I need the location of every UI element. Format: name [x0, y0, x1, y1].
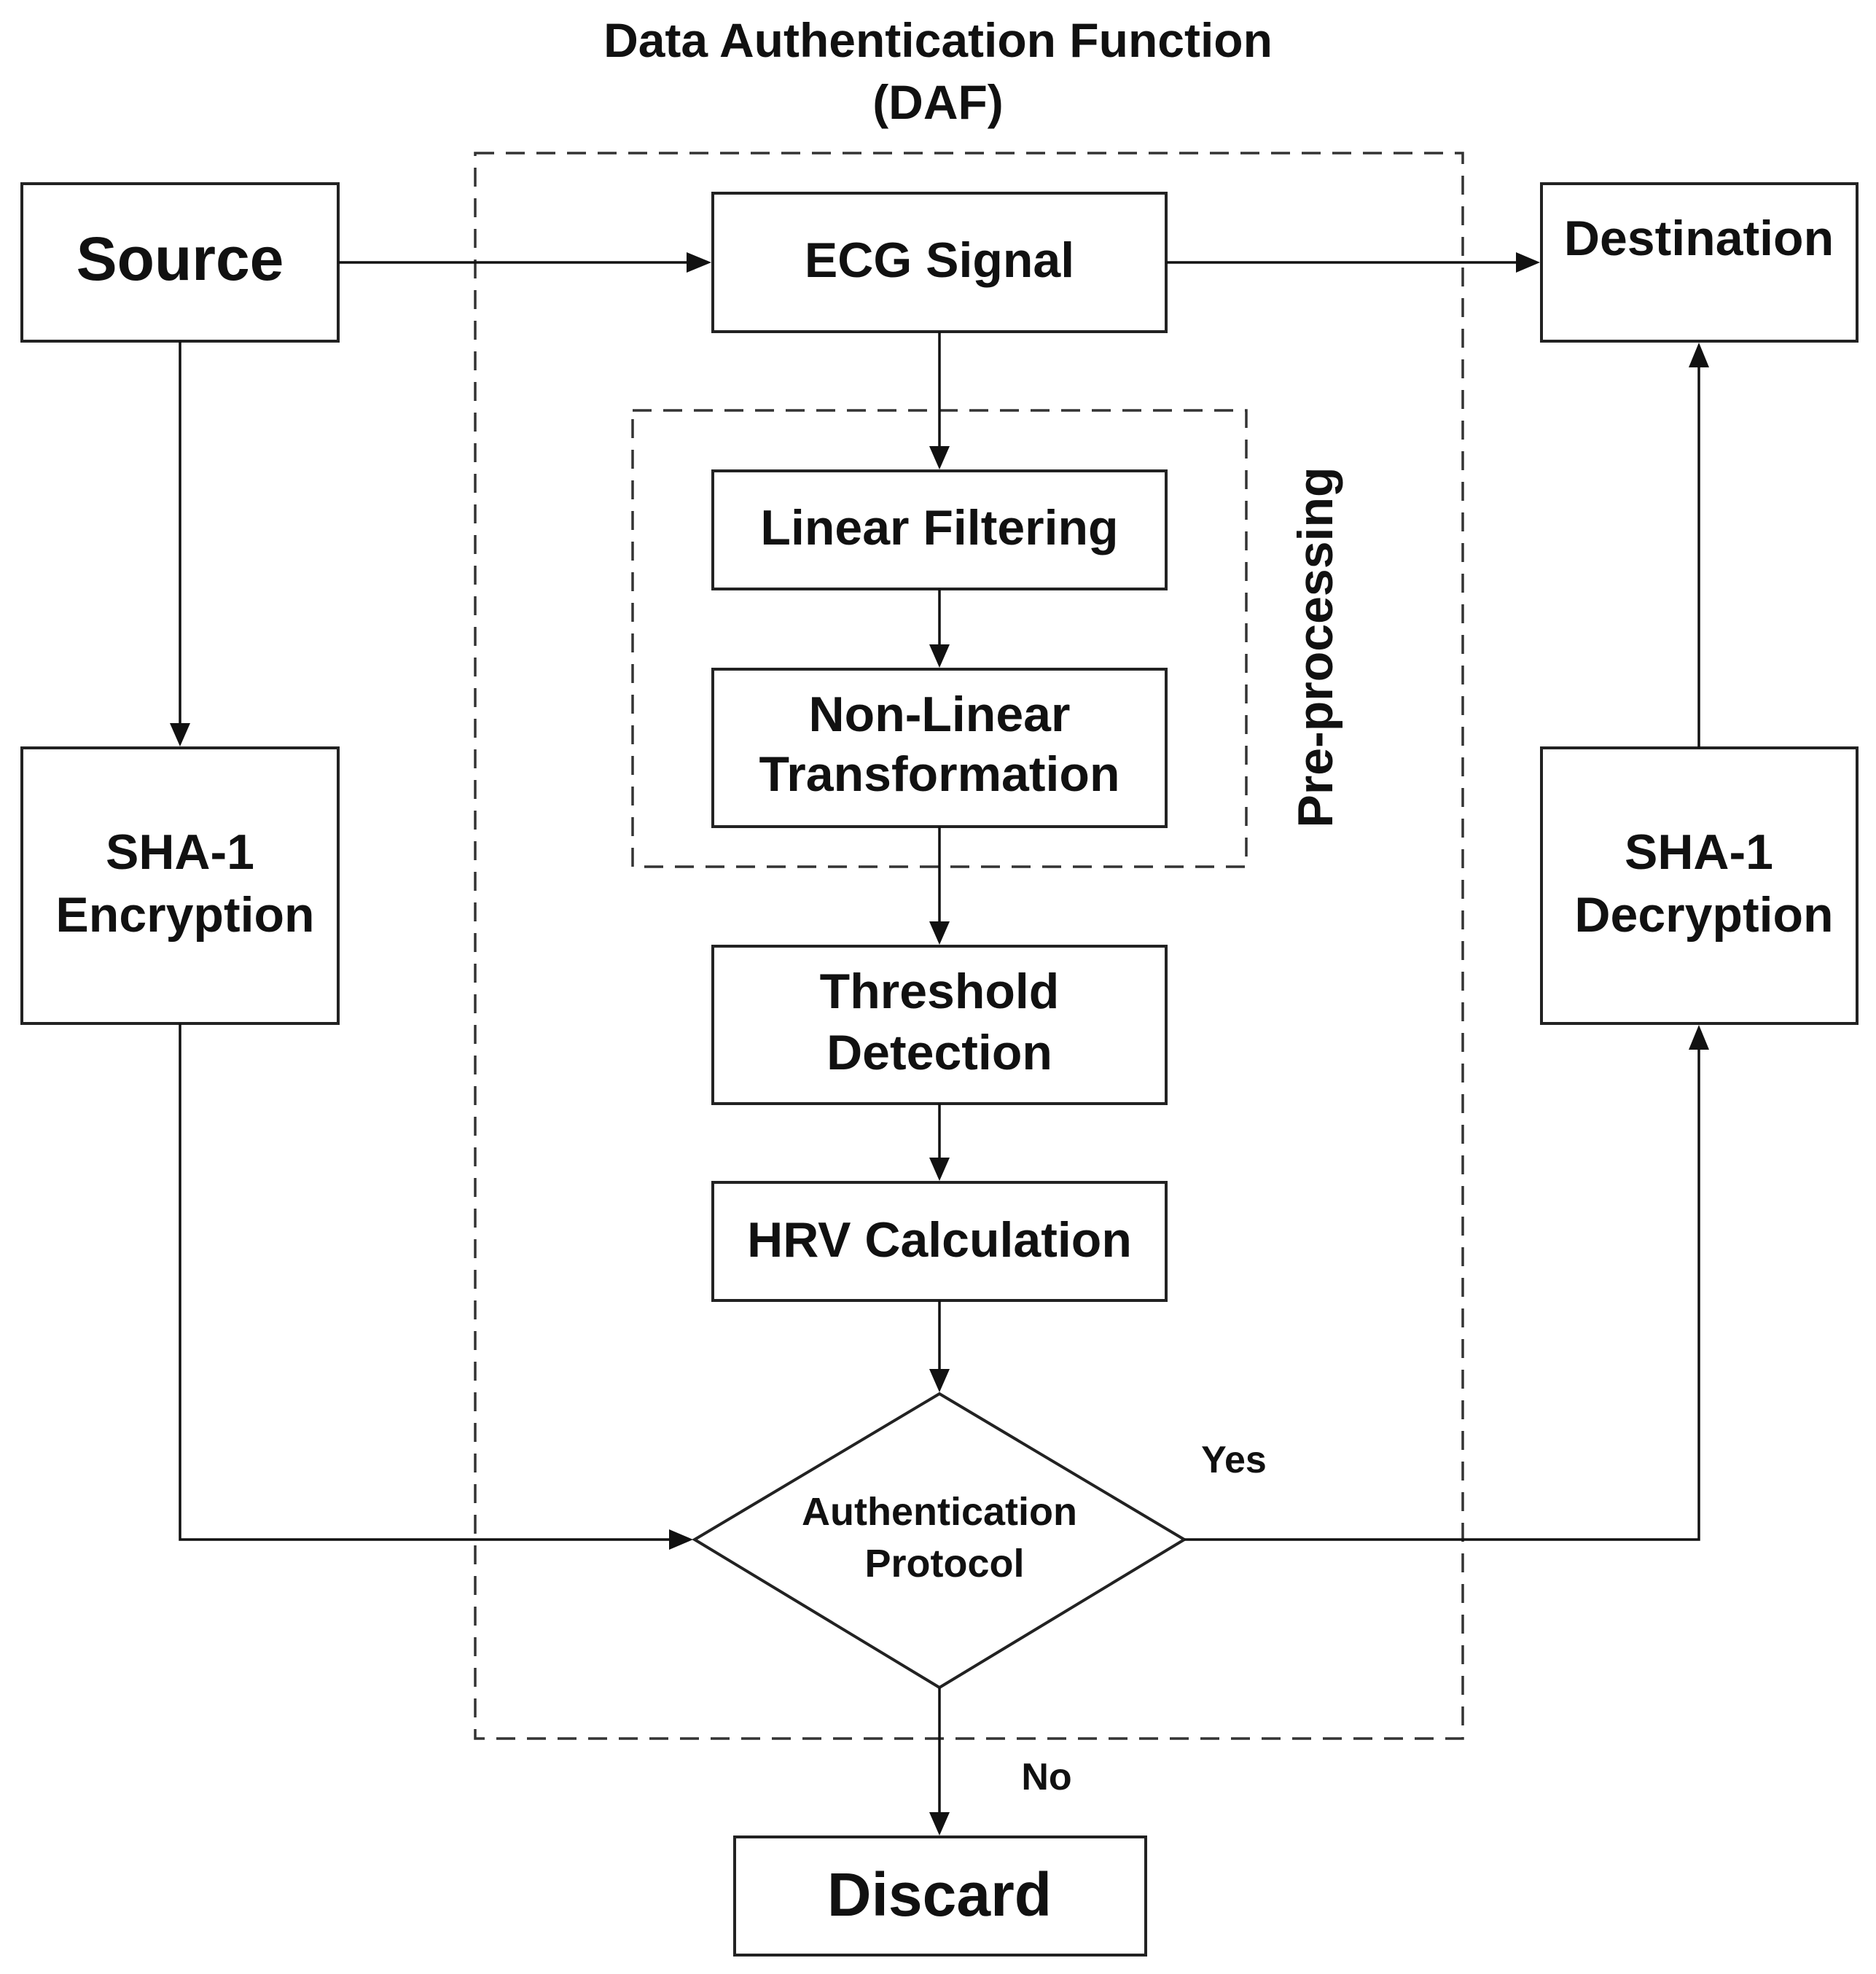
sha1-decryption-label-line2: Decryption: [1574, 887, 1833, 943]
authentication-label-line1: Authentication: [802, 1490, 1077, 1534]
arrow-ecg-to-linear-filtering: [929, 332, 950, 469]
arrow-encryption-to-authentication: [179, 1023, 693, 1550]
diagram-title-line1: Data Authentication Function: [603, 13, 1273, 67]
arrow-source-to-ecg: [338, 252, 711, 273]
sha1-decryption-node: SHA-1 Decryption: [1540, 746, 1859, 1025]
sha1-encryption-node: SHA-1 Encryption: [20, 746, 340, 1025]
nonlinear-label-line2: Transformation: [759, 746, 1120, 802]
destination-node: Destination: [1540, 182, 1859, 343]
arrow-linear-to-nonlinear: [929, 589, 950, 668]
threshold-label-line2: Detection: [826, 1025, 1052, 1080]
sha1-encryption-label-line2: Encryption: [55, 887, 314, 943]
arrow-source-to-encryption: [170, 341, 190, 746]
linear-filtering-label: Linear Filtering: [760, 500, 1118, 555]
preprocessing-label: Pre-processing: [1288, 467, 1343, 827]
discard-node: Discard: [733, 1835, 1147, 1957]
hrv-calculation-label: HRV Calculation: [747, 1212, 1132, 1268]
destination-label: Destination: [1564, 211, 1834, 266]
arrow-authentication-to-decryption: [1184, 1025, 1709, 1541]
arrow-nonlinear-to-threshold: [929, 827, 950, 945]
authentication-label-line2: Protocol: [864, 1542, 1024, 1585]
sha1-encryption-label-line1: SHA-1: [106, 824, 254, 880]
diagram-title-line2: (DAF): [872, 75, 1004, 129]
nonlinear-label-line1: Non-Linear: [809, 687, 1071, 742]
arrow-threshold-to-hrv: [929, 1104, 950, 1181]
arrow-ecg-to-destination: [1166, 252, 1540, 273]
arrow-hrv-to-authentication: [929, 1300, 950, 1392]
ecg-signal-node: ECG Signal: [711, 192, 1168, 333]
sha1-decryption-label-line1: SHA-1: [1625, 824, 1773, 880]
threshold-label-line1: Threshold: [820, 964, 1060, 1019]
daf-container: [474, 152, 1464, 1740]
authentication-protocol-decision: Authentication Protocol: [692, 1392, 1187, 1690]
source-label: Source: [77, 225, 284, 293]
threshold-detection-node: Threshold Detection: [711, 945, 1168, 1105]
hrv-calculation-node: HRV Calculation: [711, 1181, 1168, 1302]
arrow-authentication-to-discard: [929, 1688, 950, 1835]
edge-label-no: No: [1021, 1756, 1071, 1798]
arrow-decryption-to-destination: [1689, 343, 1709, 748]
edge-label-yes: Yes: [1201, 1439, 1267, 1481]
source-node: Source: [20, 182, 340, 343]
ecg-signal-label: ECG Signal: [805, 233, 1074, 288]
discard-label: Discard: [827, 1860, 1052, 1929]
nonlinear-transformation-node: Non-Linear Transformation: [711, 668, 1168, 828]
linear-filtering-node: Linear Filtering: [711, 469, 1168, 590]
